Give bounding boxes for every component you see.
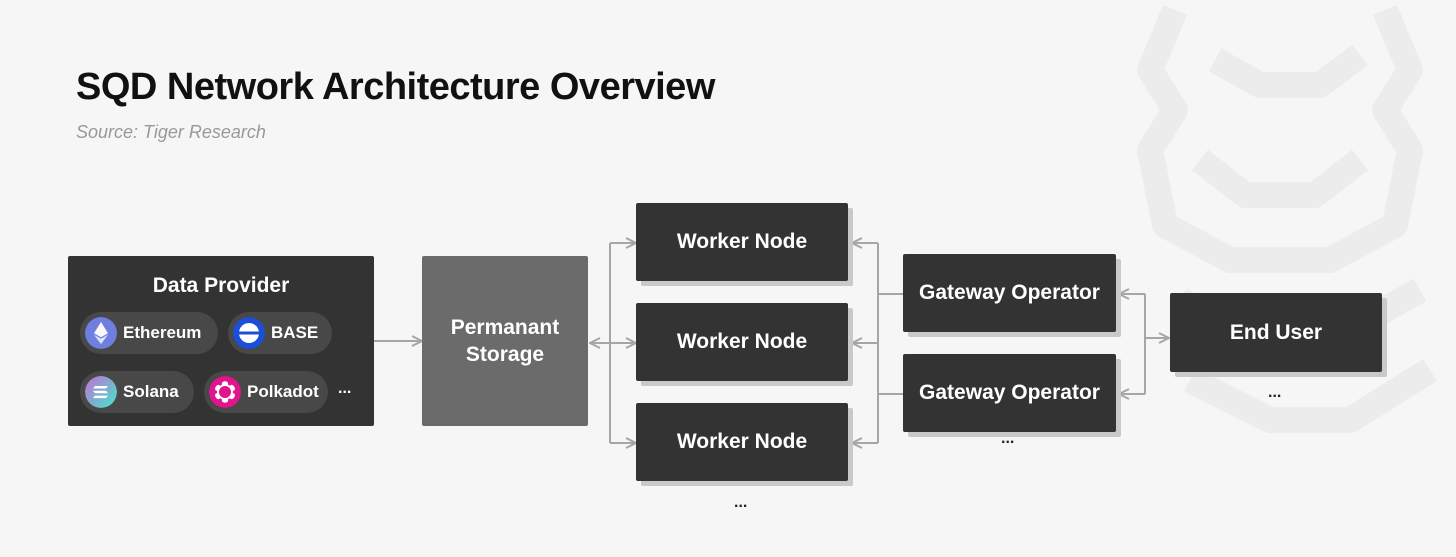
more-gateways-ellipsis: ... — [1001, 430, 1015, 447]
chain-chip-solana: Solana — [80, 371, 194, 413]
base-icon — [233, 317, 265, 349]
chain-label: BASE — [271, 323, 319, 342]
storage-label-line-2: Storage — [465, 343, 545, 366]
page-title: SQD Network Architecture Overview — [76, 66, 715, 108]
data-provider-title: Data Provider — [152, 274, 290, 297]
gateway-operator-2: Gateway Operator — [903, 354, 1116, 432]
worker-node-label: Worker Node — [676, 230, 808, 253]
end-user-label: End User — [1229, 320, 1323, 344]
data-provider-panel: Data Provider Ethereum BASE So — [68, 256, 374, 426]
gateway-operator-label: Gateway Operator — [919, 281, 1100, 304]
worker-node-3: Worker Node — [636, 403, 848, 481]
permanent-storage-node: Permanant Storage — [422, 256, 588, 426]
worker-node-1: Worker Node — [636, 203, 848, 281]
more-users-ellipsis: ... — [1268, 384, 1282, 401]
gateway-operator-label: Gateway Operator — [919, 381, 1100, 404]
more-chains-ellipsis: ... — [338, 380, 352, 397]
worker-node-label: Worker Node — [676, 330, 808, 353]
solana-icon — [85, 376, 117, 408]
chain-label: Ethereum — [123, 323, 202, 342]
storage-label-line-1: Permanant — [450, 316, 560, 339]
chain-label: Solana — [123, 382, 179, 401]
chain-chip-ethereum: Ethereum — [80, 312, 218, 354]
worker-node-label: Worker Node — [676, 430, 808, 453]
ethereum-icon — [85, 317, 117, 349]
end-user-node: End User — [1170, 293, 1382, 372]
worker-node-2: Worker Node — [636, 303, 848, 381]
gateway-operator-1: Gateway Operator — [903, 254, 1116, 332]
chain-label: Polkadot — [247, 382, 319, 401]
more-workers-ellipsis: ... — [734, 494, 748, 511]
chain-chip-polkadot: Polkadot — [204, 371, 328, 413]
source-caption: Source: Tiger Research — [76, 122, 266, 142]
polkadot-icon — [209, 376, 241, 408]
chain-chip-base: BASE — [228, 312, 332, 354]
